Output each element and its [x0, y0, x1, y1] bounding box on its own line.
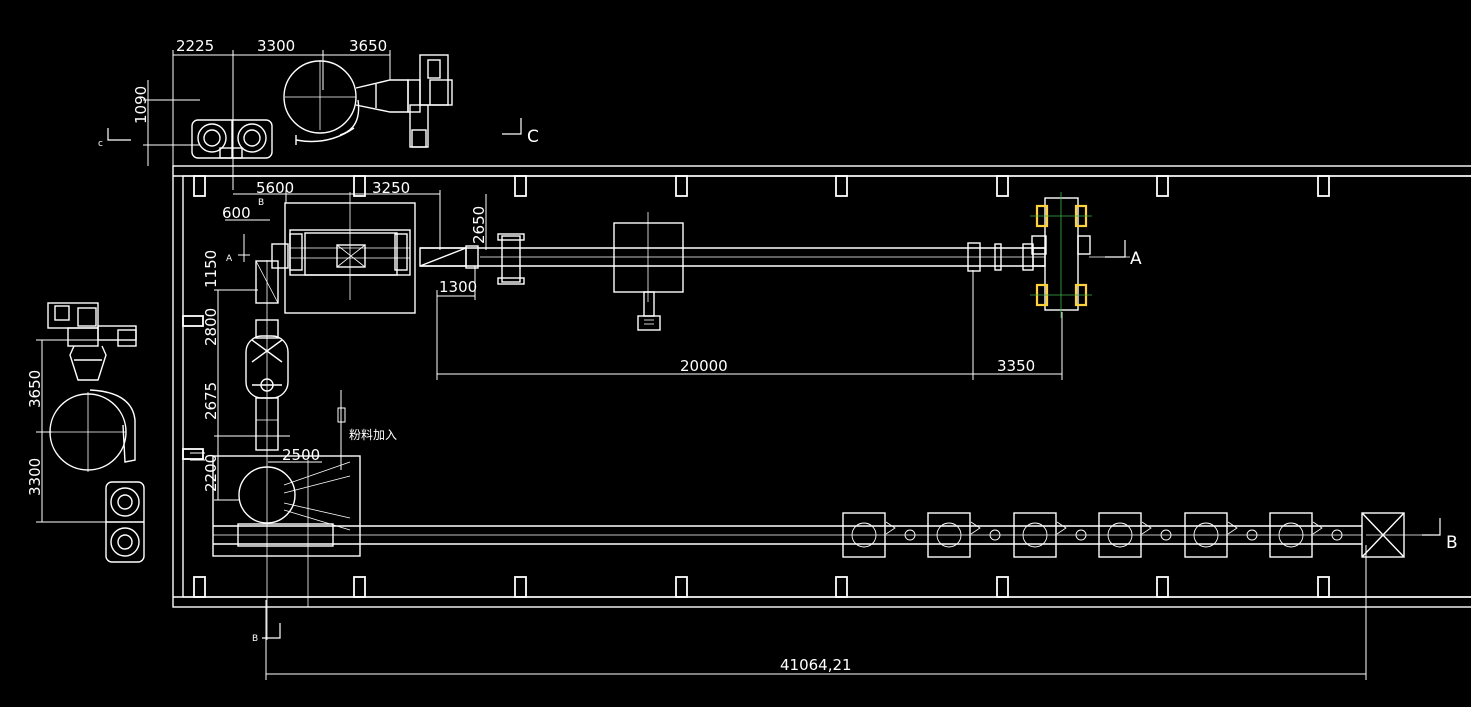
roller-center-lines — [1030, 192, 1092, 318]
dim-3250: 3250 — [372, 179, 410, 197]
dim-total: 41064,21 — [780, 656, 852, 674]
bottom-dimension — [262, 545, 1367, 680]
section-a-label: A — [1130, 249, 1142, 269]
dim-left-3650: 3650 — [26, 370, 44, 408]
middle-left-units — [190, 260, 361, 640]
dim-5600: 5600 — [256, 179, 294, 197]
dim-2500: 2500 — [282, 446, 320, 464]
main-frame — [172, 165, 1471, 608]
dim-3650: 3650 — [349, 37, 387, 55]
dim-left-3300: 3300 — [26, 458, 44, 496]
dim-20000: 20000 — [680, 357, 728, 375]
section-a-small-label: A — [226, 254, 233, 264]
dim-2650: 2650 — [470, 206, 488, 244]
dim-2225: 2225 — [176, 37, 214, 55]
dim-1090: 1090 — [132, 86, 150, 124]
powder-feed-label: 粉料加入 — [349, 428, 397, 442]
upper-line — [225, 190, 1130, 380]
dim-2800: 2800 — [202, 308, 220, 346]
dryer-units — [842, 512, 1343, 558]
dim-3350: 3350 — [997, 357, 1035, 375]
left-side-view — [36, 302, 145, 563]
lower-conveyor — [213, 512, 1441, 558]
dim-2200: 2200 — [202, 454, 220, 492]
dim-2675: 2675 — [202, 382, 220, 420]
section-c-label: C — [527, 127, 539, 147]
dim-3300: 3300 — [257, 37, 295, 55]
dim-1300: 1300 — [439, 278, 477, 296]
section-c-small-label: c — [98, 139, 103, 149]
section-b-top-label: B — [258, 198, 264, 208]
column-posts — [182, 175, 1330, 598]
dim-600: 600 — [222, 204, 251, 222]
section-b-small-label: B — [252, 634, 258, 644]
dim-1150: 1150 — [202, 250, 220, 288]
top-view-c — [107, 50, 522, 190]
section-b-label: B — [1446, 533, 1458, 553]
